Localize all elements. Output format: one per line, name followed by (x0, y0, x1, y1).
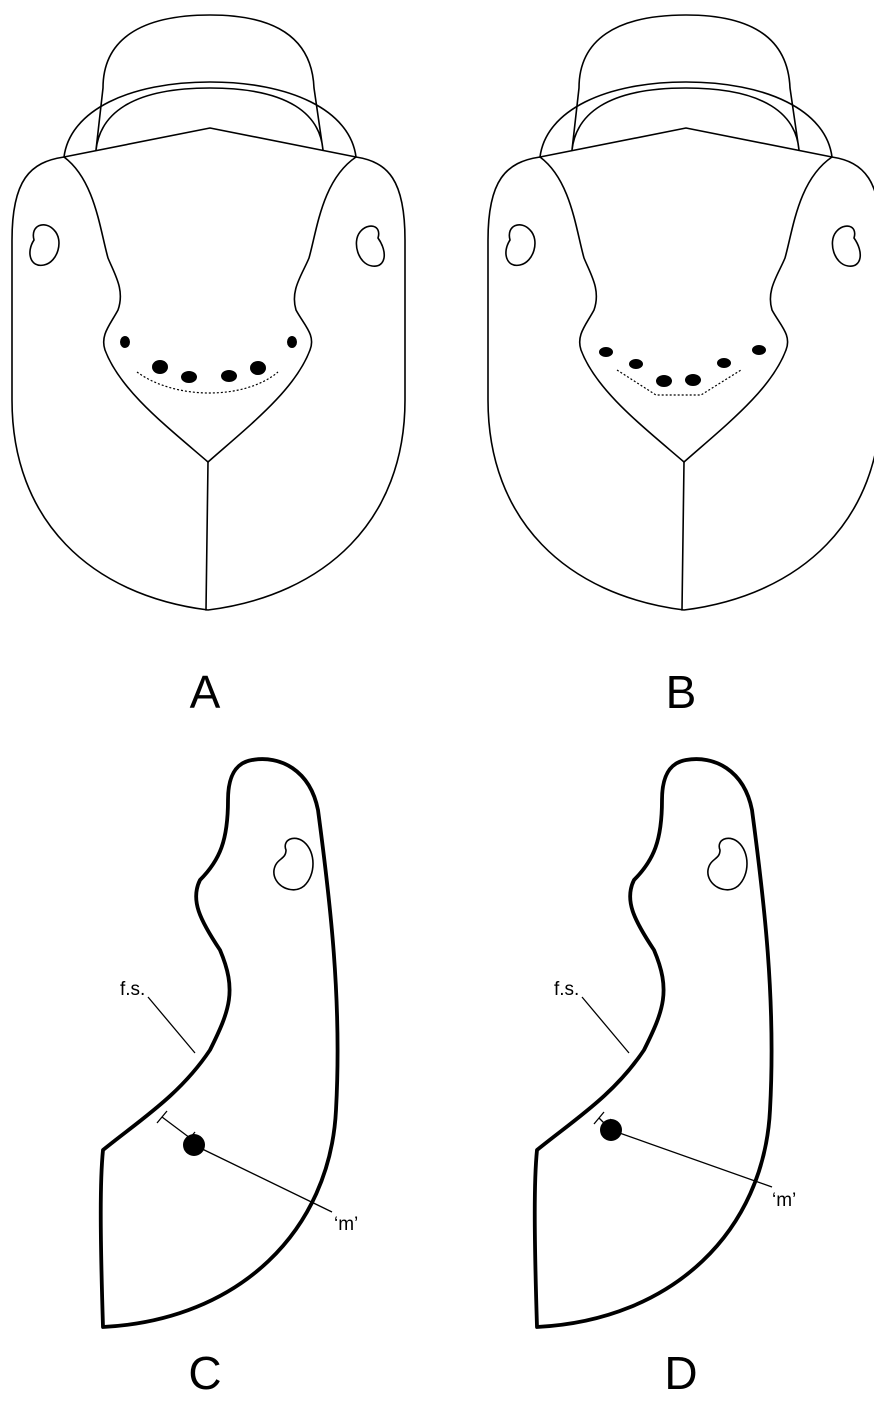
frontal-suture-outline (64, 157, 356, 462)
scale-bar-tick (157, 1111, 167, 1123)
stemma-dot (152, 360, 168, 374)
m-label-c: ‘m’ (334, 1214, 358, 1235)
panel-label-d: D (664, 1347, 697, 1399)
panel-label-b: B (666, 666, 697, 718)
stemma-dot (120, 336, 130, 348)
head-capsule-outline (12, 157, 405, 610)
stemma-dot (752, 345, 766, 355)
epicranial-suture-line (682, 462, 684, 610)
panel-c-lateral-head (101, 759, 338, 1327)
stemma-dot (287, 336, 297, 348)
right-eye-outline (832, 226, 860, 266)
stemma-dot (181, 371, 197, 383)
eye-outline (274, 838, 313, 890)
stemma-dot (629, 359, 643, 369)
panel-b-dorsal-head (488, 15, 874, 610)
right-eye-outline (356, 226, 384, 266)
stemma-dot (717, 358, 731, 368)
panel-d-lateral-head (535, 759, 772, 1327)
stemma-dot (656, 375, 672, 387)
fs-label-d: f.s. (554, 979, 579, 1000)
dotted-arc (137, 372, 278, 393)
stemma-dot (685, 374, 701, 386)
m-leader-line (194, 1145, 332, 1212)
m-label-d: ‘m’ (772, 1190, 796, 1211)
left-eye-outline (506, 225, 535, 266)
head-profile-outline (101, 759, 338, 1327)
left-eye-outline (30, 225, 59, 266)
panel-label-c: C (188, 1347, 221, 1399)
dotted-arc (617, 370, 741, 395)
panel-a-dorsal-head (12, 15, 405, 610)
scale-bar (162, 1117, 190, 1138)
frontal-suture-outline (540, 157, 832, 462)
head-capsule-outline (488, 157, 874, 610)
m-leader-line (611, 1130, 772, 1187)
eye-outline (708, 838, 747, 890)
stemma-dot (599, 347, 613, 357)
head-profile-outline (535, 759, 772, 1327)
panel-label-a: A (190, 666, 221, 718)
stemma-dot (221, 370, 237, 382)
epicranial-suture-line (206, 462, 208, 610)
stemma-dot (250, 361, 266, 375)
fs-leader-line (148, 997, 195, 1053)
fs-label-c: f.s. (120, 979, 145, 1000)
fs-leader-line (582, 997, 629, 1053)
